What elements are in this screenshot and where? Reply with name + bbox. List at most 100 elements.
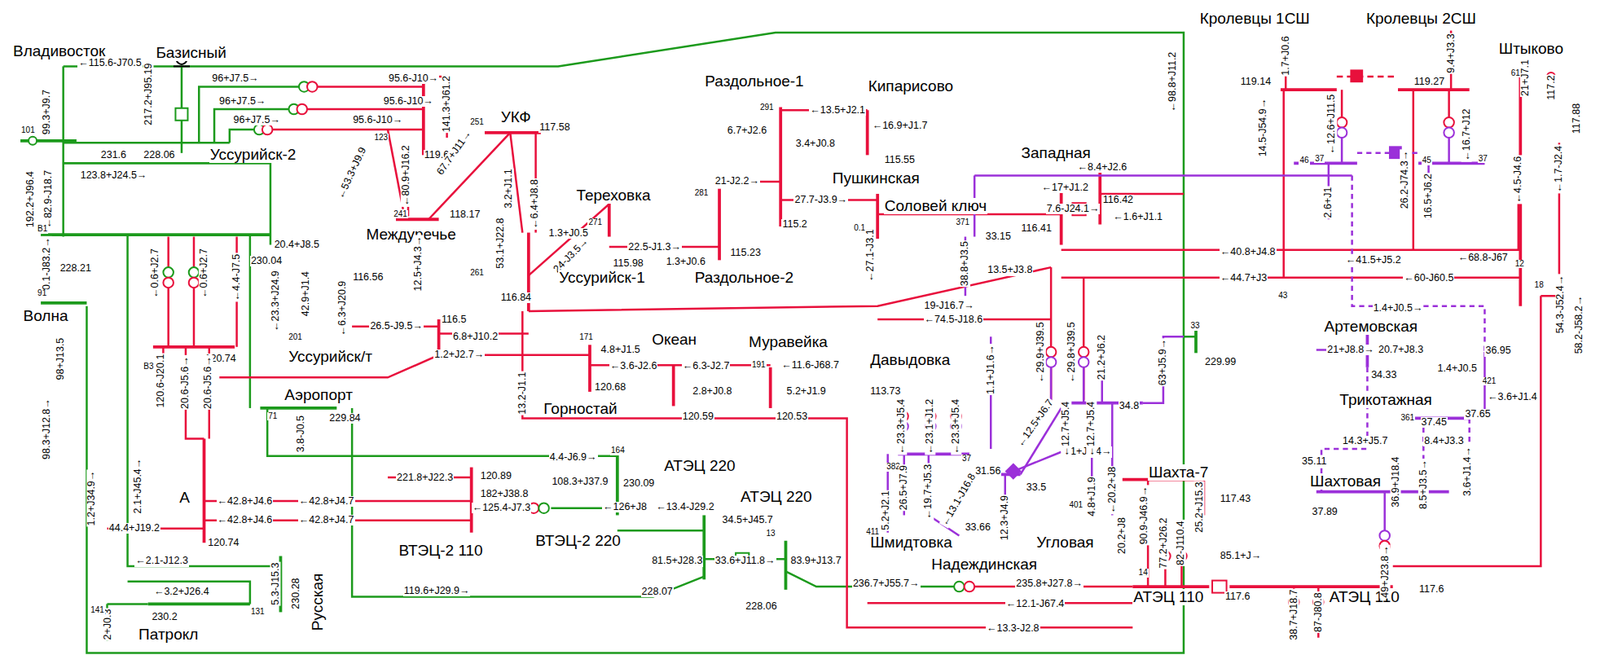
power-flow: 22.5-J1.3→ xyxy=(627,241,682,253)
power-flow: 99.3+J9.7 xyxy=(41,88,53,136)
power-flow: 116.56 xyxy=(351,272,384,283)
power-flow: 115.2 xyxy=(781,219,808,230)
power-flow: ←42.8+J4.6 xyxy=(216,496,274,507)
power-flow: ←126+J8 xyxy=(602,501,648,513)
node-number: B3 xyxy=(142,362,154,372)
power-flow: 26.2-J74.3→ xyxy=(1399,149,1411,211)
power-flow: 38.8+J3.5 xyxy=(959,240,971,287)
station-name: Артемовская xyxy=(1323,318,1419,335)
node-number: 45 xyxy=(1421,156,1433,166)
power-flow: 2.1+J45.4→ xyxy=(133,457,145,515)
power-flow: ←8.4+J2.6 xyxy=(1076,162,1128,173)
power-flow: 4.4-J6.9→ xyxy=(549,452,598,463)
node-number: 361 xyxy=(1400,413,1416,423)
station-name: Раздольное-1 xyxy=(703,73,805,90)
node-number: 14 xyxy=(1138,568,1149,578)
power-flow: 228.07 xyxy=(641,586,674,598)
power-flow: 33.15 xyxy=(984,231,1012,242)
power-flow: 228.06 xyxy=(744,601,778,612)
station-name: Угловая xyxy=(1035,534,1095,551)
power-flow: 20.7+J8.3 xyxy=(1377,344,1425,356)
node-number: 191 xyxy=(751,360,767,370)
station-name: Океан xyxy=(650,331,698,348)
station-name: Базисный xyxy=(154,44,227,62)
power-flow: ←80.9+J16.2 xyxy=(400,144,412,207)
power-flow: 1.1+J1.6→ xyxy=(985,343,997,396)
power-flow: 36.95 xyxy=(1484,345,1512,357)
power-flow: 0.1-J83.2→ xyxy=(41,236,53,291)
power-flow: 221.8+J22.3 xyxy=(395,472,454,484)
power-flow: 1.2+J2.7→ xyxy=(433,349,485,361)
power-flow: 229.99 xyxy=(1204,356,1237,368)
power-flow: 1.3+J0.5 xyxy=(548,228,590,239)
power-flow: ←11.6-J68.7 xyxy=(780,360,840,371)
power-flow: 33.6+J11.8→ xyxy=(714,555,777,567)
power-flow: 4.8+J1.5 xyxy=(600,344,642,356)
power-flow: 16.5+J6.2 xyxy=(1423,172,1434,220)
power-flow: 33.5 xyxy=(1025,482,1047,493)
power-flow: ←42.8+J4.6 xyxy=(216,514,274,526)
power-flow: 115.23 xyxy=(729,247,762,259)
power-flow: 53.1+J22.8 xyxy=(494,216,506,269)
power-flow: 90.9-J46.9→ xyxy=(1139,485,1151,546)
power-flow: ←16.9+J1.7 xyxy=(871,120,929,132)
power-flow: ←1.7-J2.4 xyxy=(1553,145,1565,194)
power-flow: 1.4+J0.5 xyxy=(1437,363,1478,374)
power-flow: 54.3-J52.4→ xyxy=(1556,274,1567,335)
station-name: Русская xyxy=(310,572,327,633)
power-flow: ←23.3+J5.4 xyxy=(950,398,962,456)
station-name: Горностай xyxy=(542,400,618,418)
power-flow: 192.2+J96.4 xyxy=(25,170,36,229)
power-flow: ←3.2+J26.4 xyxy=(153,586,211,598)
power-flow: 12.3+J4.9 xyxy=(999,493,1011,541)
node-number: 421 xyxy=(1481,377,1498,387)
station-name: Соловей ключ xyxy=(883,197,988,215)
power-flow: ←98.8+J11.2 xyxy=(1168,50,1179,113)
lines-220 xyxy=(20,32,1196,653)
power-flow: 7.6-J24.1→ xyxy=(1046,203,1101,215)
power-flow: 116.42 xyxy=(1102,194,1135,206)
power-flow: 21+J7.1 xyxy=(1520,58,1531,97)
power-flow: 3.6+J1.4→ xyxy=(1462,445,1473,497)
power-flow: 27.7-J3.9→ xyxy=(793,194,849,206)
power-flow: 34.33 xyxy=(1370,369,1398,381)
power-flow: 35.11 xyxy=(1301,456,1328,467)
power-flow: 82-J110.4 xyxy=(1174,519,1186,567)
power-flow: 95.6-J10→ xyxy=(387,73,440,84)
power-flow: 49+J23.8→ xyxy=(1379,544,1390,598)
station-name: Аэропорт xyxy=(283,386,354,404)
node-number: 141 xyxy=(89,606,106,616)
power-flow: ←42.8+J4.7 xyxy=(298,496,356,507)
power-flow: ←74.5-J18.6 xyxy=(923,314,985,326)
node-number: 401 xyxy=(1068,501,1084,510)
power-flow: 26.5-J9.5→ xyxy=(369,320,424,332)
node-number: 171 xyxy=(578,333,594,343)
station-name: АТЭЦ 220 xyxy=(739,488,814,506)
station-name: Давыдовка xyxy=(869,351,951,369)
power-flow: 96+J7.5→ xyxy=(232,114,282,126)
power-flow: 117.43 xyxy=(1219,493,1252,505)
power-flow: 236.7+J55.7→ xyxy=(852,578,921,590)
power-flow: 13.5+J3.8 xyxy=(986,264,1033,276)
power-flow: ←27.1-J3.1 xyxy=(865,228,876,283)
power-flow: 37.45 xyxy=(1420,417,1448,428)
station-name: Кролевцы 2СШ xyxy=(1365,10,1477,27)
node-number: 291 xyxy=(759,103,775,113)
power-flow: ←4.4-J7.5 xyxy=(231,253,242,303)
power-flow: 217.2+J95.19 xyxy=(142,61,154,126)
power-flow: 77.2+J26.2 xyxy=(1157,516,1169,569)
power-flow: ←1.6+J1.1 xyxy=(1112,211,1164,223)
power-flow: 20.6-J5.6→ xyxy=(202,355,214,410)
power-flow: ←53.3+J9.9 xyxy=(334,145,369,203)
node-number: 33 xyxy=(1189,321,1200,331)
power-flow: ←29.8+J39.5 xyxy=(1065,320,1077,384)
station-name: Муравейка xyxy=(747,334,829,351)
power-flow: 1.4+J0.5→ xyxy=(1372,303,1425,314)
power-flow: 120.74 xyxy=(206,537,240,549)
power-flow: 119.27 xyxy=(1413,76,1446,88)
power-flow: 3.2+J1.1 xyxy=(502,168,514,210)
power-flow: ←3.6-J2.6 xyxy=(609,360,659,372)
power-flow: 81.5+J28.3 xyxy=(650,555,704,567)
station-name: Кролевцы 1СШ xyxy=(1199,10,1311,27)
